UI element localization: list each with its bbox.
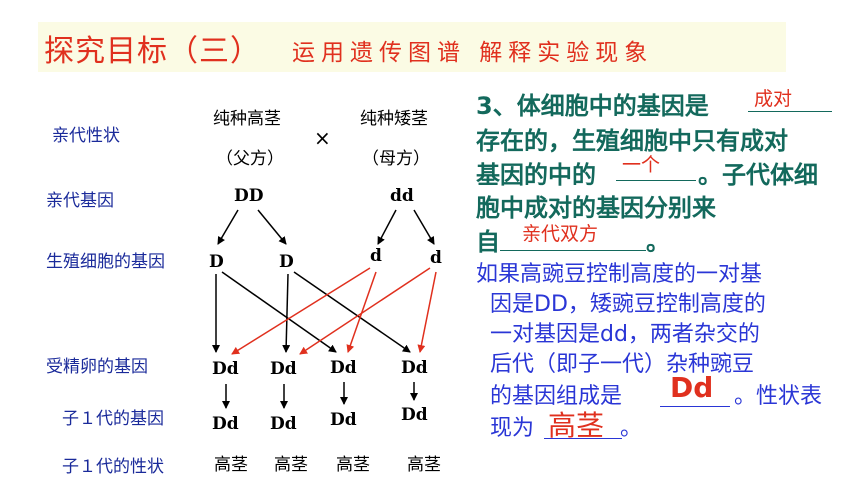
label-f1-traits: 子１代的性状 bbox=[62, 457, 164, 477]
zygote-4: Dd bbox=[401, 358, 428, 378]
para-line-1: 如果高豌豆控制高度的一对基 bbox=[476, 262, 763, 287]
label-parent-genes: 亲代基因 bbox=[46, 191, 114, 211]
zygote-1: Dd bbox=[212, 359, 239, 379]
q3-blank-1 bbox=[748, 111, 832, 112]
arrow-DD-to-gamete-2 bbox=[257, 209, 287, 245]
arrow-D2-to-zygote-2 bbox=[282, 273, 291, 353]
f1-gene-3: Dd bbox=[330, 410, 357, 430]
para-line-5a: 的基因组成是 bbox=[490, 384, 623, 409]
f1-gene-2: Dd bbox=[270, 414, 297, 434]
q3-blank-2 bbox=[616, 180, 696, 181]
label-gamete-genes: 生殖细胞的基因 bbox=[46, 252, 165, 272]
q3-answer-both-parents: 亲代双方 bbox=[522, 223, 599, 245]
para-line-6a: 现为 bbox=[490, 416, 535, 441]
label-parent-traits: 亲代性状 bbox=[52, 126, 120, 146]
arrow-d3-to-zygote-3 bbox=[346, 271, 377, 353]
q3-line-5b: 。 bbox=[646, 228, 670, 256]
father-gene: DD bbox=[234, 186, 264, 206]
mother-role: （母方） bbox=[362, 149, 430, 169]
para-blank-gene bbox=[660, 406, 730, 407]
mother-trait: 纯种矮茎 bbox=[360, 109, 428, 129]
answer-gene-Dd: Dd bbox=[670, 371, 714, 404]
para-line-4: 后代（即子一代）杂种豌豆 bbox=[490, 352, 755, 377]
f1-gene-4: Dd bbox=[401, 405, 428, 425]
arrow-dd-to-gamete-3 bbox=[377, 209, 397, 245]
q3-line-1: 3、体细胞中的基因是 bbox=[476, 92, 709, 120]
q3-line-3a: 基因的中的 bbox=[476, 161, 596, 189]
page-title: 探究目标（三） bbox=[44, 34, 261, 69]
mother-gene: dd bbox=[390, 186, 414, 206]
father-role: （父方） bbox=[216, 149, 284, 169]
q3-blank-3 bbox=[500, 250, 646, 251]
para-line-6b: 。 bbox=[620, 416, 643, 441]
para-line-2: 因是DD，矮豌豆控制高度的 bbox=[490, 292, 766, 317]
arrow-dd-to-gamete-4 bbox=[413, 209, 435, 245]
label-zygote-genes: 受精卵的基因 bbox=[46, 357, 148, 377]
label-f1-genes: 子１代的基因 bbox=[62, 409, 164, 429]
gamete-1: D bbox=[209, 252, 224, 272]
para-line-3: 一对基因是dd，两者杂交的 bbox=[490, 322, 760, 347]
para-line-5b: 。性状表 bbox=[734, 384, 823, 409]
q3-answer-paired: 成对 bbox=[754, 88, 793, 110]
f1-trait-3: 高茎 bbox=[336, 455, 370, 475]
father-trait: 纯种高茎 bbox=[213, 109, 281, 129]
answer-trait-tall: 高茎 bbox=[548, 409, 605, 442]
page-subtitle: 运用遗传图谱 解释实验现象 bbox=[292, 40, 654, 66]
arrow-D2-to-zygote-4 bbox=[293, 271, 411, 353]
q3-answer-one: 一个 bbox=[622, 154, 661, 176]
f1-gene-1: Dd bbox=[212, 414, 239, 434]
q3-line-4: 胞中成对的基因分别来 bbox=[476, 194, 716, 222]
f1-trait-1: 高茎 bbox=[214, 455, 248, 475]
gamete-2: D bbox=[279, 252, 294, 272]
zygote-2: Dd bbox=[270, 359, 297, 379]
cross-symbol: × bbox=[314, 126, 331, 150]
para-blank-trait bbox=[544, 438, 622, 439]
title-background bbox=[38, 22, 786, 72]
zygote-3: Dd bbox=[330, 358, 357, 378]
q3-line-2: 存在的，生殖细胞中只有成对 bbox=[476, 127, 788, 155]
arrow-DD-to-gamete-1 bbox=[217, 209, 239, 245]
arrow-d4-to-zygote-4 bbox=[417, 271, 437, 353]
q3-line-3b: 。子代体细 bbox=[698, 161, 818, 189]
gamete-4: d bbox=[430, 248, 442, 268]
gamete-3: d bbox=[370, 246, 382, 266]
f1-trait-2: 高茎 bbox=[274, 455, 308, 475]
arrow-D1-to-zygote-3 bbox=[221, 271, 337, 353]
arrow-d3-to-zygote-1 bbox=[231, 267, 371, 355]
f1-trait-4: 高茎 bbox=[407, 455, 441, 475]
arrow-d4-to-zygote-2 bbox=[299, 267, 431, 355]
q3-line-5a: 自 bbox=[476, 228, 500, 256]
